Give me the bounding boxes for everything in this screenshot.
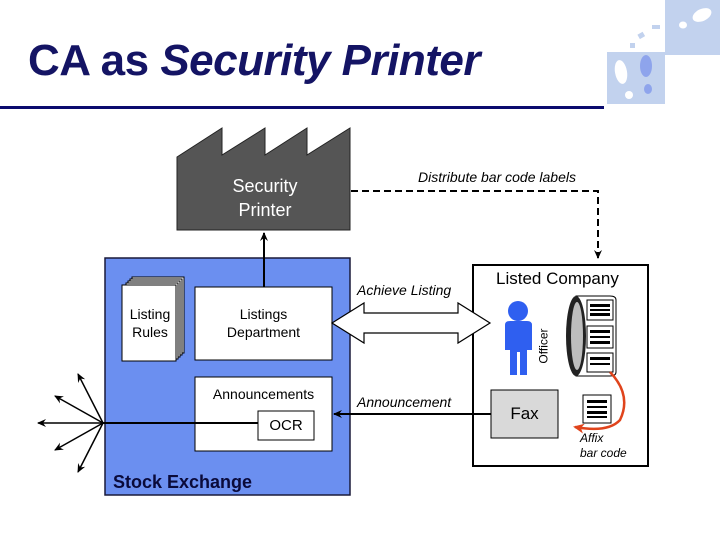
fax-label: Fax bbox=[510, 404, 539, 423]
affix-bar-code-label: Affix bar code bbox=[580, 431, 627, 461]
security-printer-line2: Printer bbox=[238, 200, 292, 220]
listings-department-line1: Listings bbox=[239, 306, 288, 322]
distribute-label: Distribute bar code labels bbox=[418, 169, 576, 185]
barcode-roll-icon bbox=[566, 295, 617, 377]
officer-icon bbox=[505, 301, 532, 375]
listings-department-box bbox=[194, 286, 333, 361]
affix-curved-arrow bbox=[573, 371, 626, 434]
listings-department-line2: Department bbox=[226, 324, 301, 340]
title-prefix: CA as bbox=[28, 36, 161, 85]
title-emphasis: Security Printer bbox=[160, 36, 480, 85]
listing-rules-document bbox=[121, 276, 185, 362]
ocr-box bbox=[257, 410, 315, 441]
listing-rules-line2: Rules bbox=[132, 324, 168, 340]
announcements-label: Announcements bbox=[212, 386, 315, 402]
security-printer-line1: Security bbox=[232, 176, 298, 196]
security-printer-label: Security Printer bbox=[210, 174, 320, 222]
achieve-listing-label: Achieve Listing bbox=[357, 282, 452, 298]
title-underline bbox=[0, 106, 604, 109]
listed-company-label: Listed Company bbox=[496, 269, 619, 288]
barcode-label-icon bbox=[582, 394, 612, 424]
footprints-icon bbox=[607, 0, 720, 104]
listing-rules-line1: Listing bbox=[129, 306, 171, 322]
fax-box bbox=[490, 389, 559, 439]
listings-department-label: Listings Department bbox=[195, 305, 332, 341]
ocr-label: OCR bbox=[269, 417, 303, 434]
stock-exchange-label: Stock Exchange bbox=[113, 472, 253, 492]
officer-label: Officer bbox=[536, 328, 551, 364]
achieve-listing-double-arrow bbox=[330, 301, 492, 345]
affix-line2: bar code bbox=[580, 446, 627, 460]
announcement-label: Announcement bbox=[357, 394, 452, 410]
affix-line1: Affix bbox=[580, 431, 604, 445]
distribute-dashed-arrow bbox=[351, 190, 602, 259]
security-printer-factory bbox=[176, 127, 351, 231]
broadcast-fan-arrows bbox=[37, 373, 104, 473]
listing-rules-label: Listing Rules bbox=[122, 305, 178, 341]
slide-title: CA as Security Printer bbox=[28, 36, 480, 86]
